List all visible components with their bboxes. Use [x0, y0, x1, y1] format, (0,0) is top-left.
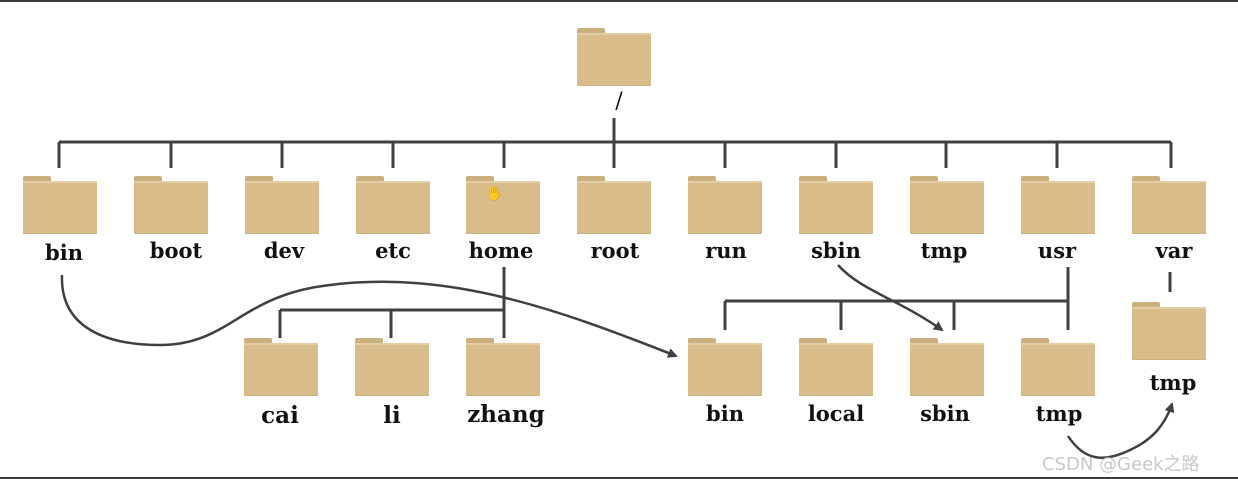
folder-label-boot: boot	[149, 238, 203, 263]
folder-icon-usr-sbin[interactable]	[910, 338, 984, 396]
folder-label-bin: bin	[45, 240, 83, 265]
folder-icon-var[interactable]	[1132, 176, 1206, 234]
folder-icon-boot[interactable]	[134, 176, 208, 234]
folder-icon-root[interactable]	[577, 176, 651, 234]
folder-label-usr-bin: bin	[706, 401, 744, 426]
root-folder-icon[interactable]	[577, 28, 651, 86]
folder-icon-tmp[interactable]	[910, 176, 984, 234]
folder-icon-run[interactable]	[688, 176, 762, 234]
folder-label-zhang: zhang	[467, 401, 545, 428]
folder-icon-bin[interactable]	[23, 176, 97, 234]
root-label: /	[615, 89, 623, 114]
folder-label-run: run	[705, 238, 747, 263]
folder-icon-cai[interactable]	[244, 338, 318, 396]
folder-icon-sbin[interactable]	[799, 176, 873, 234]
folder-icon-home[interactable]	[466, 176, 540, 234]
folder-icon-zhang[interactable]	[466, 338, 540, 396]
hand-cursor-icon: ✋	[486, 186, 504, 202]
folder-label-home: home	[468, 238, 534, 263]
sbin-to-usr-sbin-arrow	[837, 264, 944, 332]
folder-label-etc: etc	[375, 238, 411, 263]
folder-label-cai: cai	[261, 402, 299, 429]
folder-icon-usr-local[interactable]	[799, 338, 873, 396]
folder-icon-li[interactable]	[355, 338, 429, 396]
folder-label-usr-sbin: sbin	[920, 401, 970, 426]
folder-icon-var-tmp[interactable]	[1132, 302, 1206, 360]
folder-label-usr: usr	[1037, 238, 1077, 263]
folder-label-li: li	[383, 402, 401, 429]
folder-label-sbin: sbin	[811, 238, 861, 263]
folder-label-usr-tmp: tmp	[1035, 401, 1083, 426]
folder-label-dev: dev	[263, 238, 305, 263]
folder-label-tmp: tmp	[920, 238, 968, 263]
folder-label-usr-local: local	[807, 401, 865, 426]
bin-to-usr-bin-arrow	[60, 274, 678, 358]
folder-label-root: root	[590, 238, 640, 263]
watermark-text: CSDN @Geek之路	[1042, 454, 1200, 475]
folder-icon-usr[interactable]	[1021, 176, 1095, 234]
folder-icon-usr-tmp[interactable]	[1021, 338, 1095, 396]
folder-label-var-tmp: tmp	[1149, 370, 1197, 395]
folder-icon-etc[interactable]	[356, 176, 430, 234]
folder-icon-usr-bin[interactable]	[688, 338, 762, 396]
bottom-border	[0, 477, 1238, 479]
folder-label-var: var	[1155, 238, 1193, 263]
usr-tmp-to-var-tmp-arrow	[1066, 402, 1175, 459]
folder-icon-dev[interactable]	[245, 176, 319, 234]
top-border	[0, 0, 1238, 2]
